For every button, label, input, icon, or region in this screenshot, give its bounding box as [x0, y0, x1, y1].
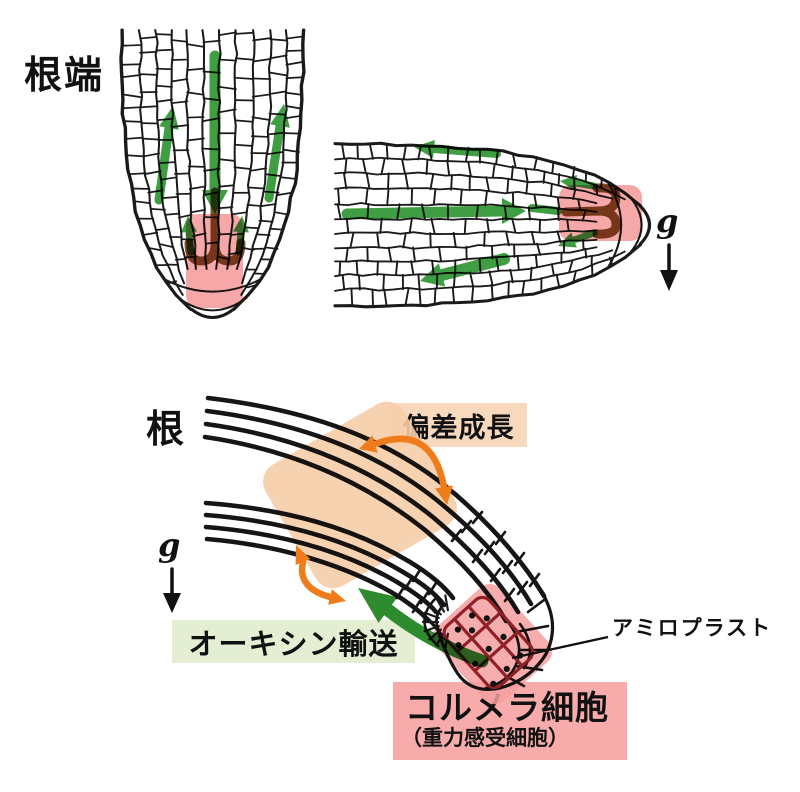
- auxin-transport-label: オーキシン輸送: [188, 628, 399, 661]
- auxin-left-arrow-bottom: [420, 253, 510, 287]
- auxin-lateral-arrow-right: [233, 216, 249, 256]
- differential-growth-label: 偏差成長: [402, 412, 515, 443]
- differential-growth-highlight: [263, 401, 457, 589]
- amyloplast-label: アミロプラスト: [612, 617, 773, 640]
- auxin-right-arrow: [341, 198, 526, 224]
- gravity-symbol-bottom: g: [158, 526, 181, 564]
- auxin-left-arrow-top: [414, 140, 501, 158]
- gravity-symbol-top: g: [656, 202, 679, 240]
- auxin-segment: [528, 204, 562, 215]
- columella-highlight-vertical: [186, 214, 243, 308]
- auxin-transport-arrow: [358, 588, 489, 668]
- auxin-tip-arrow-bottom: [558, 229, 598, 248]
- growth-arc-small-head2: [295, 545, 311, 566]
- amyloplast-pointer-line: [511, 635, 609, 660]
- gravity-sensing-label: （重力感受細胞）: [401, 726, 569, 750]
- growth-arc-large: [371, 435, 453, 505]
- auxin-lateral-arrow-left: [181, 216, 197, 256]
- growth-arc-small: [298, 558, 346, 605]
- auxin-up-arrow-left: [154, 106, 179, 205]
- gravity-arrow-top: [660, 243, 678, 291]
- gravity-arrow-bottom: [163, 567, 181, 613]
- growth-arc-large-head2: [359, 435, 378, 453]
- root-tip-section-title: 根端: [24, 55, 105, 97]
- auxin-tip-arrow-top: [560, 175, 598, 191]
- auxin-down-arrow: [202, 50, 228, 214]
- root-section-title: 根: [146, 409, 187, 451]
- auxin-transport-label-box: オーキシン輸送: [172, 620, 415, 663]
- auxin-up-arrow-right: [264, 104, 290, 203]
- columella-cells: [432, 583, 553, 705]
